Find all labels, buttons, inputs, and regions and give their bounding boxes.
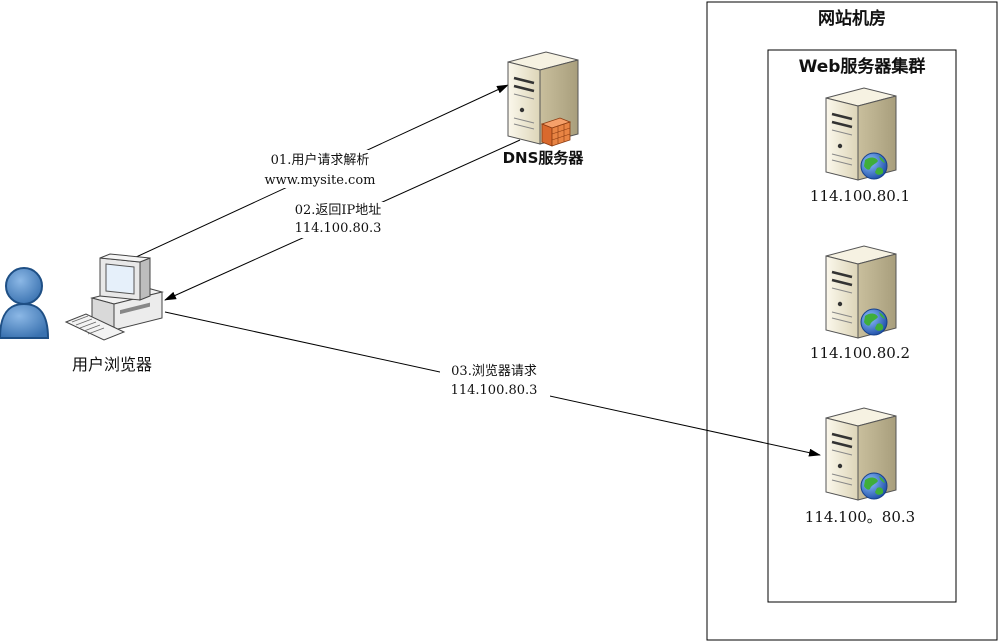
dns-label: DNS服务器: [502, 149, 584, 167]
server-icon-2: [824, 244, 898, 340]
step3-detail: 114.100.80.3: [450, 383, 538, 398]
step2-detail: 114.100.80.3: [294, 221, 382, 236]
firewall-icon: [540, 117, 572, 147]
server-ip-1: 114.100.80.1: [809, 187, 911, 205]
step3-title: 03.浏览器请求: [451, 364, 537, 379]
user-icon: [0, 267, 50, 339]
dns-server-icon: [506, 50, 580, 147]
cluster-box: [767, 49, 957, 603]
step2-title: 02.返回IP地址: [294, 203, 382, 218]
globe-icon-1: [860, 152, 888, 180]
step1-title: 01.用户请求解析: [270, 153, 370, 168]
server-icon-3: [824, 406, 898, 502]
server-ip-3: 114.100。80.3: [804, 508, 916, 526]
datacenter-box: [706, 1, 998, 641]
computer-icon: [64, 253, 164, 341]
server-ip-2: 114.100.80.2: [809, 344, 911, 362]
client-label: 用户浏览器: [71, 355, 153, 374]
step1-detail: www.mysite.com: [264, 173, 376, 188]
globe-icon-2: [860, 308, 888, 336]
datacenter-title: 网站机房: [818, 9, 886, 29]
cluster-title: Web服务器集群: [798, 57, 926, 77]
globe-icon-3: [860, 472, 888, 500]
server-icon-1: [824, 86, 898, 182]
